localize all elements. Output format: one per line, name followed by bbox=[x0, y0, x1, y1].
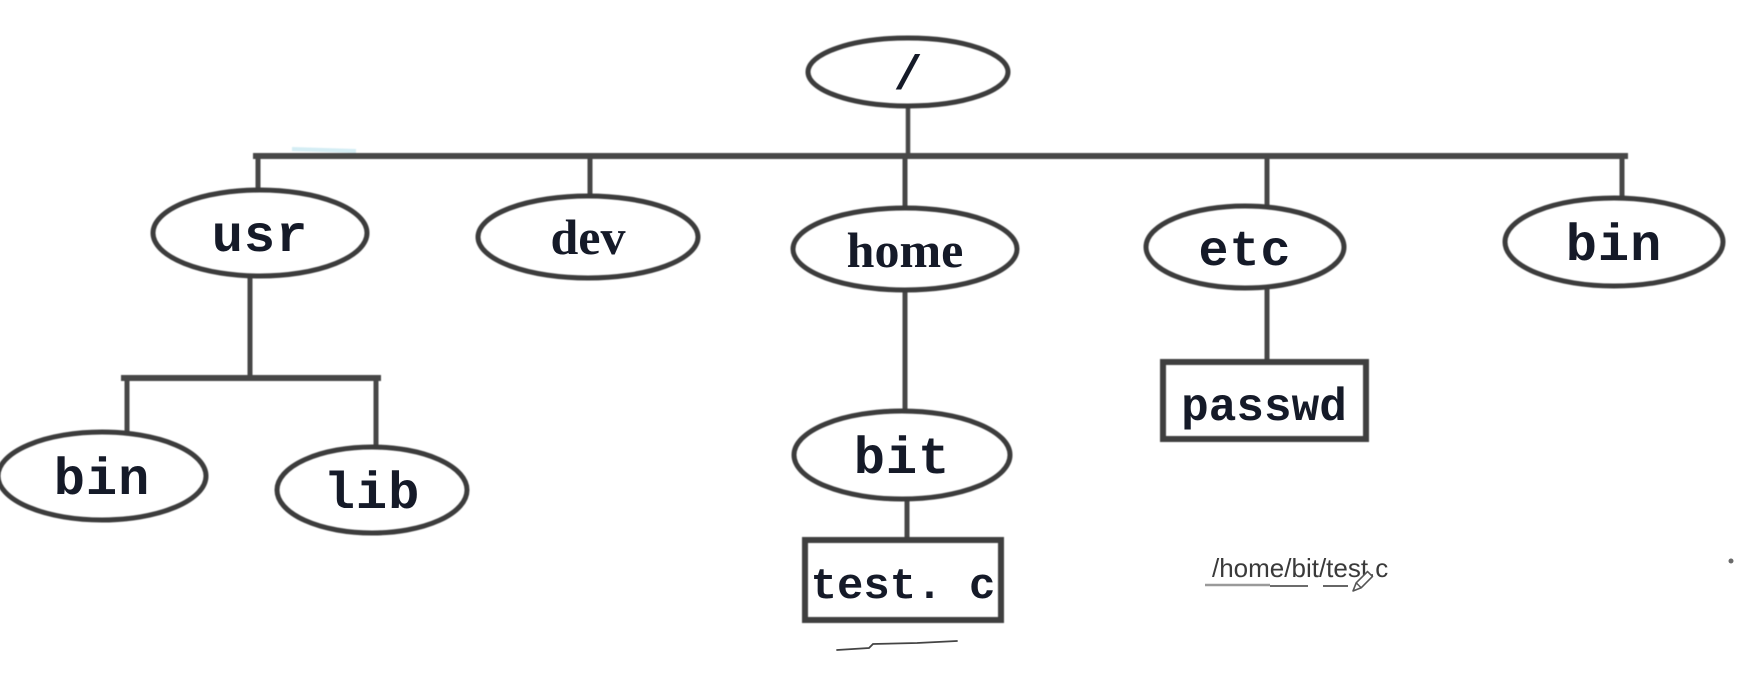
node-usr-lib-ellipse bbox=[274, 444, 470, 536]
label-home: home bbox=[847, 222, 964, 278]
label-testc: test. c bbox=[811, 562, 996, 612]
label-passwd: passwd bbox=[1181, 382, 1347, 434]
path-annotation: /home/bit/test.c bbox=[1212, 553, 1388, 583]
testc-underline-scribble bbox=[836, 640, 958, 651]
label-dev: dev bbox=[551, 209, 626, 265]
label-etc: etc bbox=[1198, 224, 1291, 281]
node-root-ellipse bbox=[805, 35, 1011, 109]
label-usr-lib: lib bbox=[324, 465, 421, 524]
label-bit: bit bbox=[854, 430, 951, 489]
node-etc-ellipse bbox=[1143, 203, 1347, 291]
node-dev-ellipse bbox=[475, 193, 701, 281]
label-usr: usr bbox=[212, 208, 309, 267]
node-home-ellipse bbox=[790, 205, 1020, 293]
label-bin-root: bin bbox=[1566, 217, 1663, 276]
node-bit-ellipse bbox=[791, 408, 1013, 502]
scan-smudge bbox=[291, 147, 357, 153]
ink-dot bbox=[1728, 558, 1734, 564]
node-testc-box bbox=[802, 537, 1004, 623]
annotations: /home/bit/test.c bbox=[836, 553, 1734, 651]
node-usr-bin-ellipse bbox=[0, 429, 209, 523]
label-usr-bin: bin bbox=[54, 451, 151, 510]
node-bin-root-ellipse bbox=[1502, 195, 1726, 289]
tree-labels: / usr dev home etc bin bin lib bit test.… bbox=[54, 50, 1663, 612]
tree-nodes bbox=[0, 35, 1726, 623]
node-usr-ellipse bbox=[150, 187, 370, 279]
node-passwd-box bbox=[1160, 359, 1369, 442]
tree-edges bbox=[121, 102, 1628, 545]
pencil-icon bbox=[1352, 570, 1374, 592]
label-root: / bbox=[894, 50, 923, 104]
